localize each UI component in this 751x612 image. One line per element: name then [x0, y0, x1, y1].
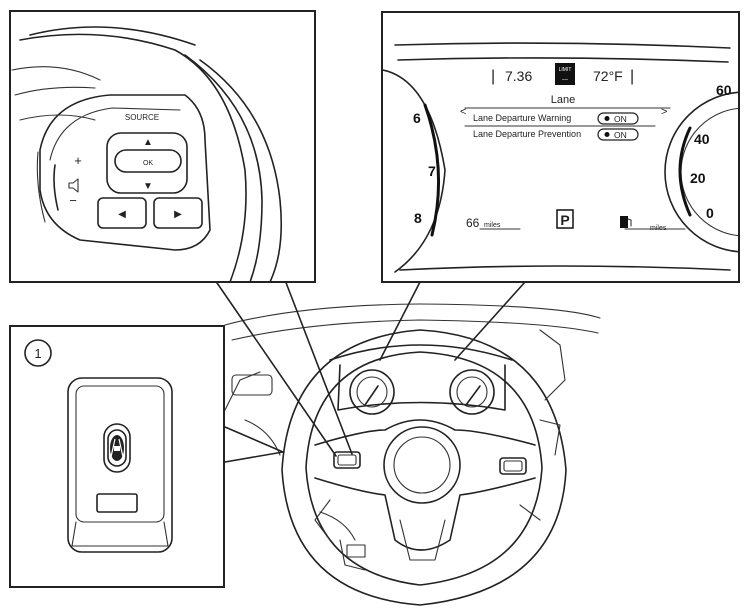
lane-departure-icon [110, 438, 124, 458]
setting-value-lane-departure-prevention: ON [614, 130, 627, 140]
range-readout: 66 [466, 216, 480, 230]
menu-prev-icon: < [460, 106, 466, 118]
fuel-range-unit: miles [650, 225, 667, 232]
cluster-display-panel: | 7.36 LIMIT --- 72°F | Lane < > Lane De… [381, 11, 740, 283]
gear-letter: P [560, 212, 569, 228]
menu-title: Lane [551, 94, 575, 106]
svg-text:|: | [491, 68, 495, 85]
steering-wheel-illustration [224, 303, 601, 606]
volume-plus-label: + [74, 153, 82, 168]
fuel-pump-icon [620, 216, 632, 228]
tach-number: 8 [414, 210, 422, 226]
limit-badge-bottom: --- [562, 77, 568, 83]
callout-number-circle [24, 339, 52, 367]
callout-number: 1 [34, 346, 41, 361]
down-arrow-icon: ▼ [143, 181, 153, 192]
speed-number: 0 [706, 205, 714, 221]
gear-indicator [556, 209, 574, 229]
setting-label-lane-departure-prevention: Lane Departure Prevention [473, 129, 581, 139]
lane-departure-warning-toggle[interactable] [597, 112, 639, 125]
range-unit: miles [484, 222, 501, 229]
clock-readout: 7.36 [505, 68, 532, 84]
callout-leaders [214, 279, 526, 463]
tach-number: 7 [428, 163, 436, 179]
volume-minus-label: − [69, 193, 77, 208]
ok-button-label: OK [143, 160, 153, 167]
speaker-icon [68, 178, 79, 193]
speed-number: 40 [694, 131, 710, 147]
speed-number: 60 [716, 82, 732, 98]
lane-switch-panel: 1 [9, 325, 225, 588]
lower-switch-button[interactable] [96, 493, 138, 513]
temperature-readout: 72°F [593, 68, 623, 84]
toggle-dot-icon [604, 132, 610, 137]
limit-badge [555, 63, 575, 85]
up-arrow-icon: ▲ [143, 137, 153, 148]
setting-label-lane-departure-warning: Lane Departure Warning [473, 113, 571, 123]
lane-departure-prevention-toggle[interactable] [597, 128, 639, 141]
right-arrow-icon: ▶ [174, 209, 182, 220]
svg-text:|: | [630, 68, 634, 85]
speed-number: 20 [690, 170, 706, 186]
limit-badge-top: LIMIT [559, 67, 572, 73]
tach-number: 6 [413, 110, 421, 126]
menu-next-icon: > [661, 106, 667, 118]
source-button-label: SOURCE [125, 113, 159, 122]
setting-value-lane-departure-warning: ON [614, 114, 627, 124]
toggle-dot-icon [604, 116, 610, 121]
left-arrow-icon: ◀ [118, 209, 126, 220]
steering-switch-panel: SOURCE ▲ OK ▼ ◀ ▶ + − [9, 10, 316, 283]
